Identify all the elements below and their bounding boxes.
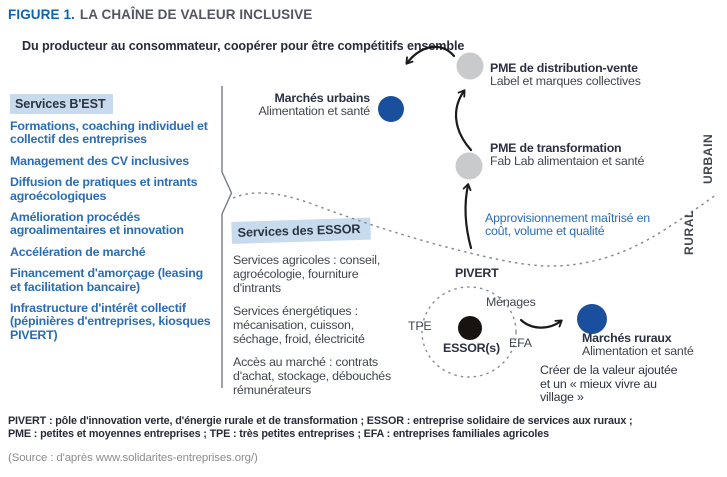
urban-market-label: Marchés urbains [274,91,371,105]
rural-market-label-block: Marchés ruraux Alimentation et santé [582,332,694,358]
menages-label: Ménages [486,295,536,309]
services-best-item: Financement d'amorçage (leasing et facil… [10,266,203,294]
services-essor-item: Services agricoles : conseil, agroécolog… [233,253,381,295]
rural-axis-label: RURAL [682,210,696,256]
essor-label: ESSOR(s) [443,341,500,355]
source-note: (Source : d'après www.solidarites-entrep… [8,452,258,464]
urbain-axis-label: URBAIN [701,133,715,185]
transformation-node [455,152,483,180]
urban-market-label-block: Marchés urbains Alimentation et santé [235,92,370,118]
essor-node [458,316,482,340]
services-best-item: Accélération de marché [10,244,146,259]
services-essor-item: Accès au marché : contrats d'achat, stoc… [233,355,391,397]
efa-label: EFA [509,336,532,350]
services-best-header: Services B'EST [10,94,113,114]
arrow-pivert-to-transformation [462,183,473,250]
rural-market-sublabel: Alimentation et santé [582,344,694,358]
services-essor-list: Services agricoles : conseil, agroécolog… [233,253,395,406]
pme-distribution-label-block: PME de distribution-vente Label et marqu… [490,62,641,88]
pme-distribution-label: PME de distribution-vente [490,61,638,75]
footer-definitions: PIVERT : pôle d'innovation verte, d'éner… [8,415,718,441]
figure-title-row: FIGURE 1. LA CHAÎNE DE VALEUR INCLUSIVE [8,7,312,22]
footer-definitions-line1: PIVERT : pôle d'innovation verte, d'éner… [8,415,633,427]
services-best-item: Formations, coaching individuel et colle… [10,119,208,147]
urban-market-node [378,96,404,122]
services-best-item: Amélioration procédés agroalimentaires e… [10,210,184,238]
rural-market-label: Marchés ruraux [582,331,672,345]
distribution-node [456,52,484,80]
rural-market-node [577,304,607,334]
arrow-pivert-to-rural-market [519,318,563,329]
approvisionnement-note: Approvisionnement maîtrisé en coût, volu… [485,211,651,238]
services-best-item: Diffusion de pratiques et intrants agroé… [10,175,198,203]
services-best-list: Formations, coaching individuel et colle… [10,119,216,350]
urban-rural-divider [232,192,718,267]
valeur-note: Créer de la valeur ajoutée et un « mieux… [540,363,678,404]
pme-transformation-label: PME de transformation [490,141,622,155]
brace-connector [221,86,233,388]
pme-distribution-sublabel: Label et marques collectives [490,74,641,88]
pme-transformation-sublabel: Fab Lab alimentaion et santé [490,154,645,168]
figure-number-label: FIGURE 1. [8,7,75,22]
urban-market-sublabel: Alimentation et santé [258,104,370,118]
pivert-label: PIVERT [455,266,499,280]
services-essor-item: Services énergétiques : mécanisation, cu… [233,304,365,346]
figure-subtitle: Du producteur au consommateur, coopérer … [22,39,465,53]
services-best-item: Management des CV inclusives [10,153,189,168]
figure-title: LA CHAÎNE DE VALEUR INCLUSIVE [79,7,313,22]
footer-definitions-line2: PME : petites et moyennes entreprises ; … [8,428,549,440]
pme-transformation-label-block: PME de transformation Fab Lab alimentaio… [490,142,644,168]
services-best-item: Infrastructure d'intérêt collectif (pépi… [10,301,211,342]
arrow-transformation-to-distribution [454,89,473,152]
pivert-dashed-circle [421,286,517,378]
arrow-distribution-to-urban-market [405,45,456,65]
tpe-label: TPE [408,319,432,333]
